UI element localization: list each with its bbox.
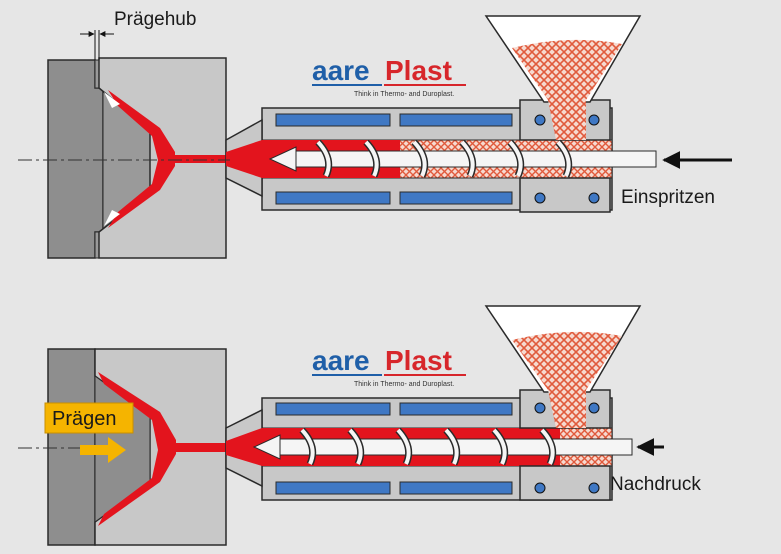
cooling-hole: [534, 402, 546, 414]
cooling-hole: [588, 192, 600, 204]
cooling-hole: [534, 482, 546, 494]
logo-tagline: Think in Thermo- and Duroplast.: [354, 91, 454, 98]
label-nachdruck: Nachdruck: [610, 474, 701, 495]
heater-band-bot-1: [275, 191, 391, 205]
cooling-hole: [588, 402, 600, 414]
heater-band-top-1: [275, 113, 391, 127]
top-panel: Prägehub Einspritzen: [18, 9, 732, 259]
heater-band-top-1: [275, 402, 391, 416]
heater-band-top-2: [399, 113, 513, 127]
heater-band-top-2: [399, 402, 513, 416]
praegen-badge: [44, 402, 134, 434]
cooling-hole: [534, 114, 546, 126]
praegen-arrow-icon: [80, 437, 126, 463]
mold-fixed-half: [47, 59, 104, 259]
logo-bottom: aare Plast Think in Thermo- and Duroplas…: [312, 345, 466, 388]
heater-band-bot-2: [399, 481, 513, 495]
mold-cavity-melt: [108, 90, 175, 228]
logo-brand-part1: aare: [312, 345, 370, 376]
bottom-panel: Prägen Nachdruck aare Plast: [18, 305, 701, 546]
cooling-hole: [534, 192, 546, 204]
heater-band-bot-1: [275, 481, 391, 495]
label-praegehub: Prägehub: [114, 9, 196, 30]
hopper-granulate: [512, 331, 622, 428]
screw: [268, 139, 657, 178]
feed-block-bot: [519, 465, 611, 501]
sprue: [175, 443, 227, 452]
logo-top: aare Plast Think in Thermo- and Duroplas…: [312, 55, 466, 98]
screw: [252, 427, 633, 466]
label-praegen: Prägen: [52, 408, 117, 430]
logo-brand-part1: aare: [312, 55, 370, 86]
hopper-granulate: [512, 39, 622, 140]
logo-brand-part2: Plast: [385, 55, 452, 86]
heater-band-bot-2: [399, 191, 513, 205]
label-einspritzen: Einspritzen: [621, 187, 715, 208]
logo-brand-part2: Plast: [385, 345, 452, 376]
sprue: [175, 155, 227, 163]
cooling-hole: [588, 482, 600, 494]
mold-cavity-melt: [98, 372, 176, 526]
cooling-hole: [588, 114, 600, 126]
logo-tagline: Think in Thermo- and Duroplast.: [354, 381, 454, 388]
